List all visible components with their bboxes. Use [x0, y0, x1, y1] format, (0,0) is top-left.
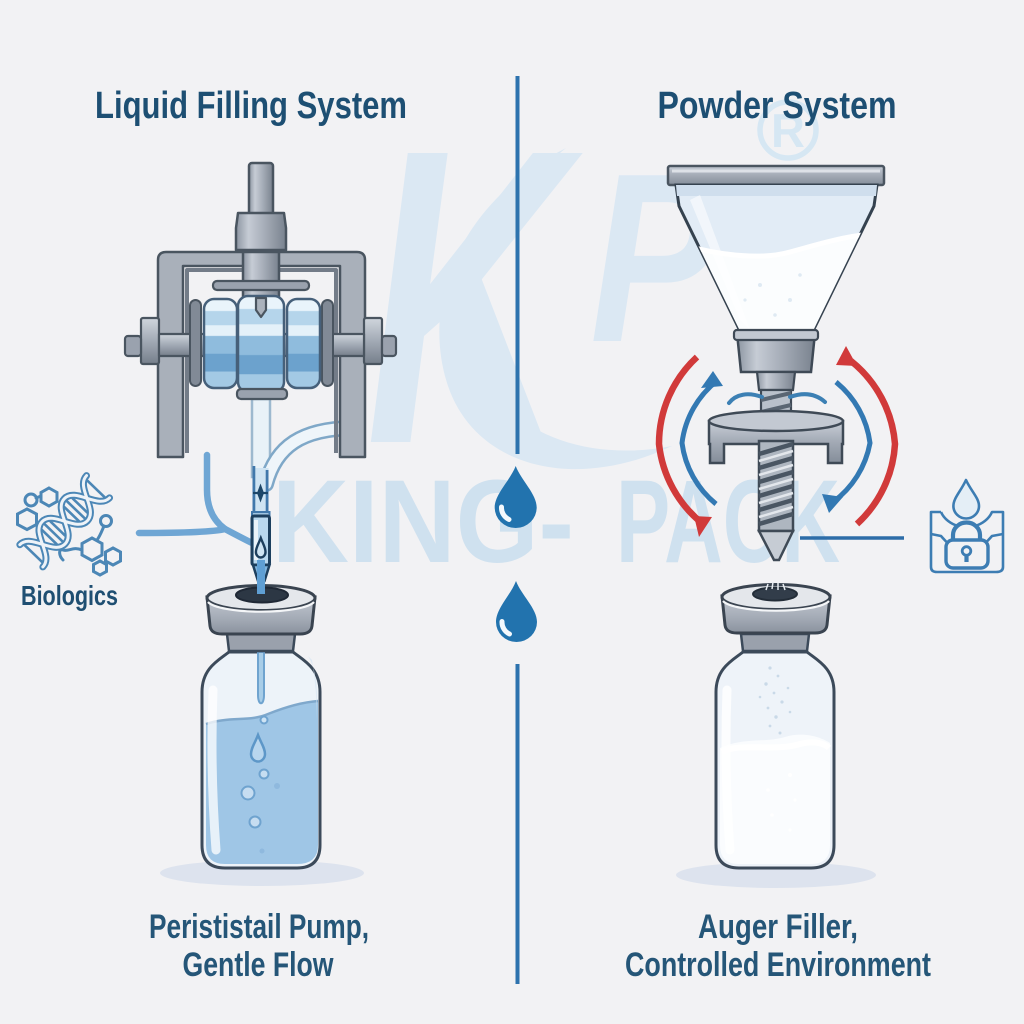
svg-text:Liquid Filling System: Liquid Filling System — [95, 85, 407, 127]
svg-text:Controlled Environment: Controlled Environment — [625, 946, 931, 984]
svg-text:PACK: PACK — [616, 456, 840, 588]
svg-text:R: R — [771, 104, 805, 157]
svg-text:Gentle Flow: Gentle Flow — [183, 946, 334, 984]
svg-text:Auger Filler,: Auger Filler, — [698, 908, 858, 946]
svg-text:P: P — [590, 124, 719, 393]
svg-text:Perististail Pump,: Perististail Pump, — [149, 908, 369, 946]
svg-text:Powder System: Powder System — [658, 85, 897, 127]
svg-text:Biologics: Biologics — [21, 580, 118, 611]
